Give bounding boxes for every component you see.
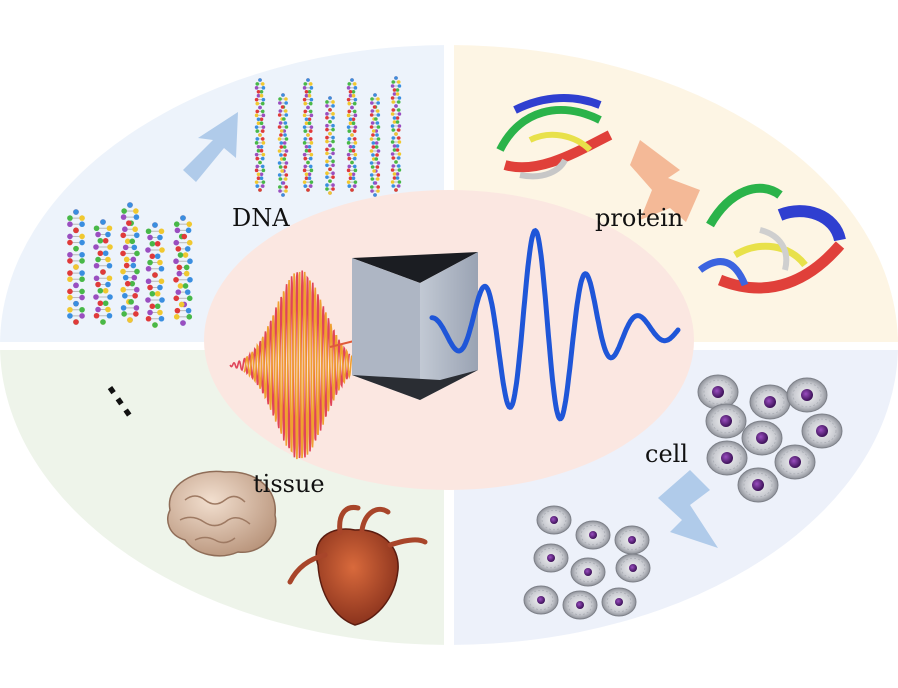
protein-label: protein xyxy=(595,204,683,232)
cell-icon xyxy=(523,585,559,615)
cell-icon xyxy=(705,403,747,439)
cell-icon xyxy=(533,543,569,573)
protein-ribbon-icon xyxy=(697,183,846,294)
cell-icon xyxy=(741,420,783,456)
dna-helix-icon xyxy=(67,76,402,328)
cell-arrow xyxy=(658,470,718,548)
dna-helix-icon xyxy=(67,209,85,325)
pulse-trace xyxy=(243,271,365,460)
cell-icon xyxy=(614,525,650,555)
cell-icon xyxy=(774,444,816,480)
dna-helix-icon xyxy=(173,215,193,326)
protein-arrow xyxy=(630,140,700,222)
cell-icon xyxy=(562,590,598,620)
dna-helix-icon xyxy=(325,96,335,195)
cell-icon xyxy=(697,374,739,410)
dna-label: DNA xyxy=(232,204,290,232)
dna-helix-icon xyxy=(254,78,266,192)
heart-icon xyxy=(287,504,428,626)
dna-helix-icon xyxy=(93,219,113,325)
cell-group-upper xyxy=(697,374,843,503)
dna-helix-icon xyxy=(369,93,381,197)
dna-arrow xyxy=(183,112,238,182)
cell-icon xyxy=(737,467,779,503)
cell-icon xyxy=(575,520,611,550)
cell-icon xyxy=(749,384,791,420)
prism-icon xyxy=(352,252,478,400)
waveform-icon xyxy=(429,227,681,422)
protein-ribbon-icon xyxy=(496,94,613,180)
cell-label: cell xyxy=(645,440,688,468)
dna-helix-icon xyxy=(277,93,289,197)
cell-icon xyxy=(786,377,828,413)
cell-icon xyxy=(601,587,637,617)
cell-icon xyxy=(536,505,572,535)
pulse-icon xyxy=(229,270,365,460)
cell-group-lower xyxy=(523,505,651,620)
tissue-label: tissue xyxy=(253,470,325,498)
dna-helix-icon xyxy=(390,76,402,192)
cell-icon xyxy=(570,557,606,587)
dna-helix-icon xyxy=(145,222,165,328)
dna-helix-icon xyxy=(346,78,358,192)
brain-icon xyxy=(167,470,277,557)
cell-icon xyxy=(706,440,748,476)
cell-icon xyxy=(615,553,651,583)
dna-helix-icon xyxy=(120,202,140,323)
cell-icon xyxy=(801,413,843,449)
dna-helix-icon xyxy=(302,78,314,192)
